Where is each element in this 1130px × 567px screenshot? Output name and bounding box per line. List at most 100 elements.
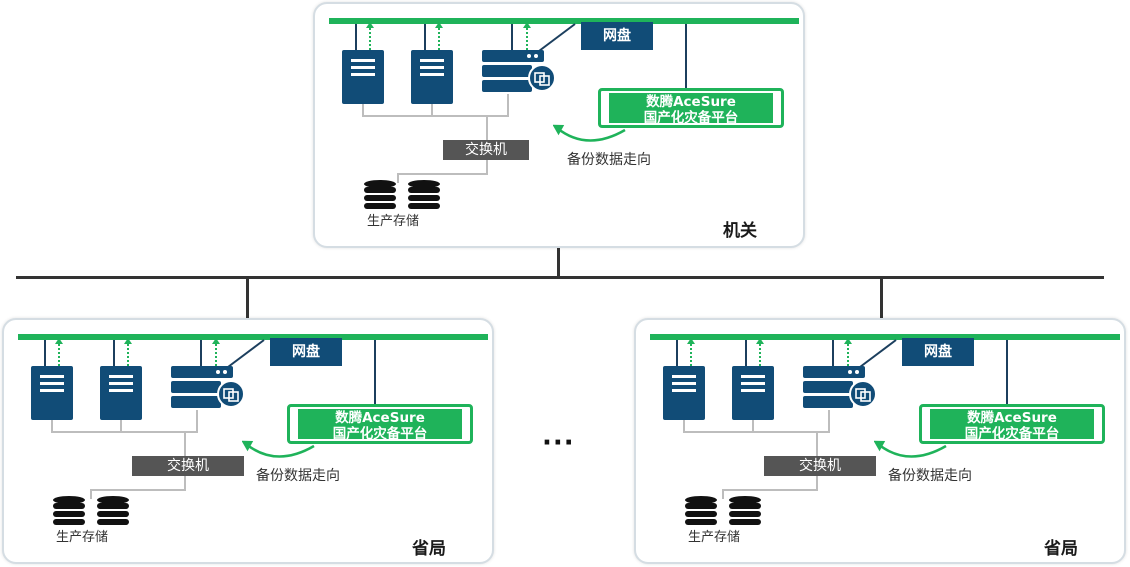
netdisk-label: 网盘 bbox=[902, 338, 974, 366]
backup-flow-label: 备份数据走向 bbox=[567, 152, 651, 168]
production-storage-label: 生产存储 bbox=[688, 530, 741, 545]
backbone-drop-left bbox=[246, 276, 249, 320]
backbone-vertical-top bbox=[557, 248, 560, 278]
production-storage-label: 生产存储 bbox=[56, 530, 109, 545]
storage-icon bbox=[408, 180, 440, 209]
bus-link bbox=[685, 24, 687, 90]
switch-label: 交换机 bbox=[764, 456, 876, 476]
bus-link bbox=[511, 24, 513, 50]
netdisk-label: 网盘 bbox=[270, 338, 342, 366]
cable bbox=[486, 115, 488, 141]
cable bbox=[397, 173, 488, 175]
network-bus bbox=[329, 18, 799, 24]
cable bbox=[196, 410, 198, 432]
upload-arrow bbox=[756, 338, 764, 366]
netdisk-label: 网盘 bbox=[581, 22, 653, 50]
bus-link bbox=[374, 340, 376, 406]
cable bbox=[51, 431, 198, 433]
cable bbox=[683, 431, 830, 433]
cable bbox=[90, 489, 186, 491]
cable bbox=[507, 94, 509, 116]
backup-flow-arrow bbox=[242, 440, 315, 458]
upload-arrow bbox=[55, 338, 63, 366]
storage-icon bbox=[685, 496, 717, 525]
upload-arrow bbox=[844, 338, 852, 366]
bus-link bbox=[745, 340, 747, 366]
server-icon bbox=[732, 366, 774, 420]
bus-link bbox=[355, 24, 357, 50]
site-title: 机关 bbox=[723, 221, 757, 241]
backup-server-icon bbox=[803, 366, 877, 408]
cable bbox=[51, 420, 53, 432]
backup-flow-arrow bbox=[874, 440, 947, 458]
backup-flow-arrow bbox=[553, 124, 626, 142]
backbone-horizontal bbox=[16, 276, 1104, 279]
cable bbox=[683, 420, 685, 432]
backup-server-icon bbox=[482, 50, 556, 92]
platform-desc: 国产化灾备平台 bbox=[643, 110, 739, 126]
bus-link bbox=[44, 340, 46, 366]
cable bbox=[362, 104, 364, 116]
platform-name: 数腾AceSure bbox=[967, 410, 1057, 426]
hub-bus-link bbox=[223, 339, 265, 371]
production-storage-label: 生产存储 bbox=[367, 214, 420, 229]
network-bus bbox=[18, 334, 488, 340]
upload-arrow bbox=[124, 338, 132, 366]
platform-name: 数腾AceSure bbox=[335, 410, 425, 426]
cable bbox=[752, 420, 754, 432]
server-icon bbox=[663, 366, 705, 420]
upload-arrow bbox=[212, 338, 220, 366]
storage-icon bbox=[53, 496, 85, 525]
cable bbox=[486, 160, 488, 174]
hub-bus-link bbox=[855, 339, 897, 371]
site-title: 省局 bbox=[412, 539, 446, 559]
cable bbox=[431, 104, 433, 116]
more-sites-ellipsis: ··· bbox=[542, 428, 575, 458]
upload-arrow bbox=[435, 22, 443, 50]
hub-bus-link bbox=[534, 23, 576, 55]
backup-flow-label: 备份数据走向 bbox=[888, 468, 972, 484]
platform-name: 数腾AceSure bbox=[646, 94, 736, 110]
cable bbox=[184, 476, 186, 490]
bus-link bbox=[113, 340, 115, 366]
platform-desc: 国产化灾备平台 bbox=[964, 426, 1060, 442]
backup-flow-label: 备份数据走向 bbox=[256, 468, 340, 484]
server-icon bbox=[342, 50, 384, 104]
storage-icon bbox=[97, 496, 129, 525]
server-icon bbox=[100, 366, 142, 420]
cable bbox=[816, 431, 818, 457]
cable bbox=[120, 420, 122, 432]
platform-desc: 国产化灾备平台 bbox=[332, 426, 428, 442]
upload-arrow bbox=[523, 22, 531, 50]
storage-icon bbox=[364, 180, 396, 209]
server-icon bbox=[31, 366, 73, 420]
server-icon bbox=[411, 50, 453, 104]
cable bbox=[828, 410, 830, 432]
site-title: 省局 bbox=[1044, 539, 1078, 559]
bus-link bbox=[200, 340, 202, 366]
cable bbox=[90, 489, 92, 499]
cable bbox=[184, 431, 186, 457]
cable bbox=[722, 489, 724, 499]
backup-server-icon bbox=[171, 366, 245, 408]
cable bbox=[397, 173, 399, 183]
cable bbox=[722, 489, 818, 491]
cable bbox=[362, 115, 509, 117]
upload-arrow bbox=[366, 22, 374, 50]
network-bus bbox=[650, 334, 1120, 340]
switch-label: 交换机 bbox=[132, 456, 244, 476]
bus-link bbox=[1006, 340, 1008, 406]
upload-arrow bbox=[687, 338, 695, 366]
bus-link bbox=[832, 340, 834, 366]
bus-link bbox=[424, 24, 426, 50]
cable bbox=[816, 476, 818, 490]
storage-icon bbox=[729, 496, 761, 525]
bus-link bbox=[676, 340, 678, 366]
switch-label: 交换机 bbox=[443, 140, 529, 160]
